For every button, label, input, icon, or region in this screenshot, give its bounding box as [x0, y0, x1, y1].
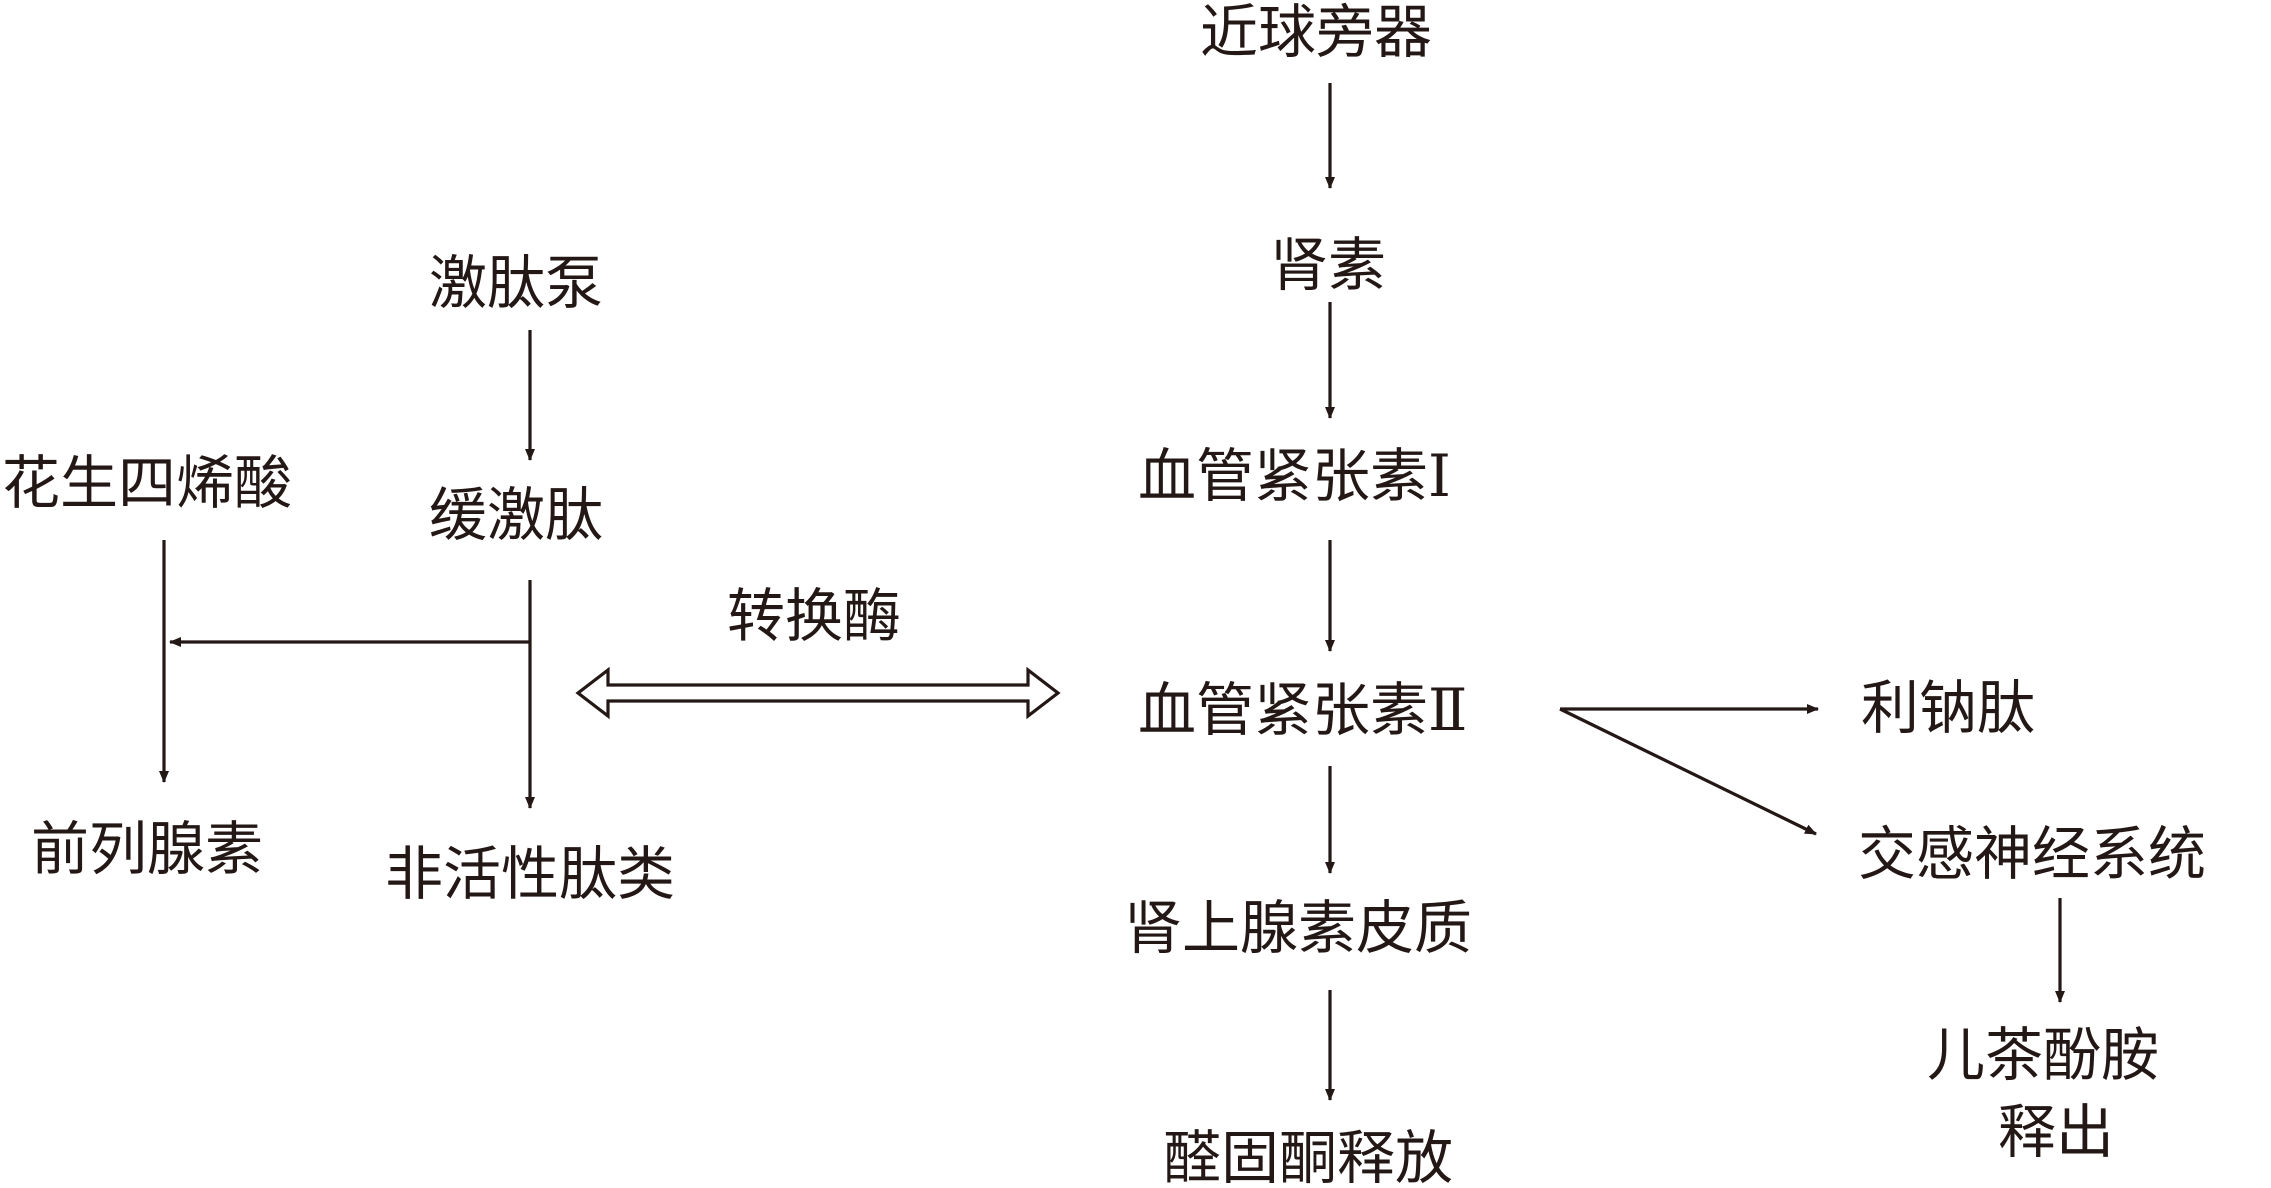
node-jgsjxt: 交感神经系统: [1858, 820, 2206, 888]
node-hjt: 缓激肽: [429, 481, 603, 549]
node-fhxtl: 非活性肽类: [385, 840, 675, 908]
node-sxsspz: 肾上腺素皮质: [1124, 894, 1472, 962]
node-jgpq: 近球旁器: [1200, 0, 1432, 66]
node-qgtsf: 醛固酮释放: [1163, 1124, 1453, 1188]
node-jtb: 激肽泵: [429, 249, 603, 317]
node-xgjzs2: 血管紧张素Ⅱ: [1138, 676, 1467, 744]
double-arrow-zhm: [575, 666, 1061, 720]
node-shichu: 释出: [1998, 1098, 2114, 1166]
node-qlxs: 前列腺素: [31, 815, 263, 883]
node-hssxs: 花生四烯酸: [2, 449, 292, 517]
node-xgjzs1: 血管紧张素Ⅰ: [1138, 442, 1451, 510]
arrow-xgjzs2-to-jgsjxt: [1559, 707, 1817, 836]
node-lnt: 利钠肽: [1861, 674, 2035, 742]
node-ecfa: 儿茶酚胺: [1927, 1021, 2159, 1089]
node-zhm: 转换酶: [727, 582, 901, 650]
node-shensu: 肾素: [1270, 231, 1386, 299]
